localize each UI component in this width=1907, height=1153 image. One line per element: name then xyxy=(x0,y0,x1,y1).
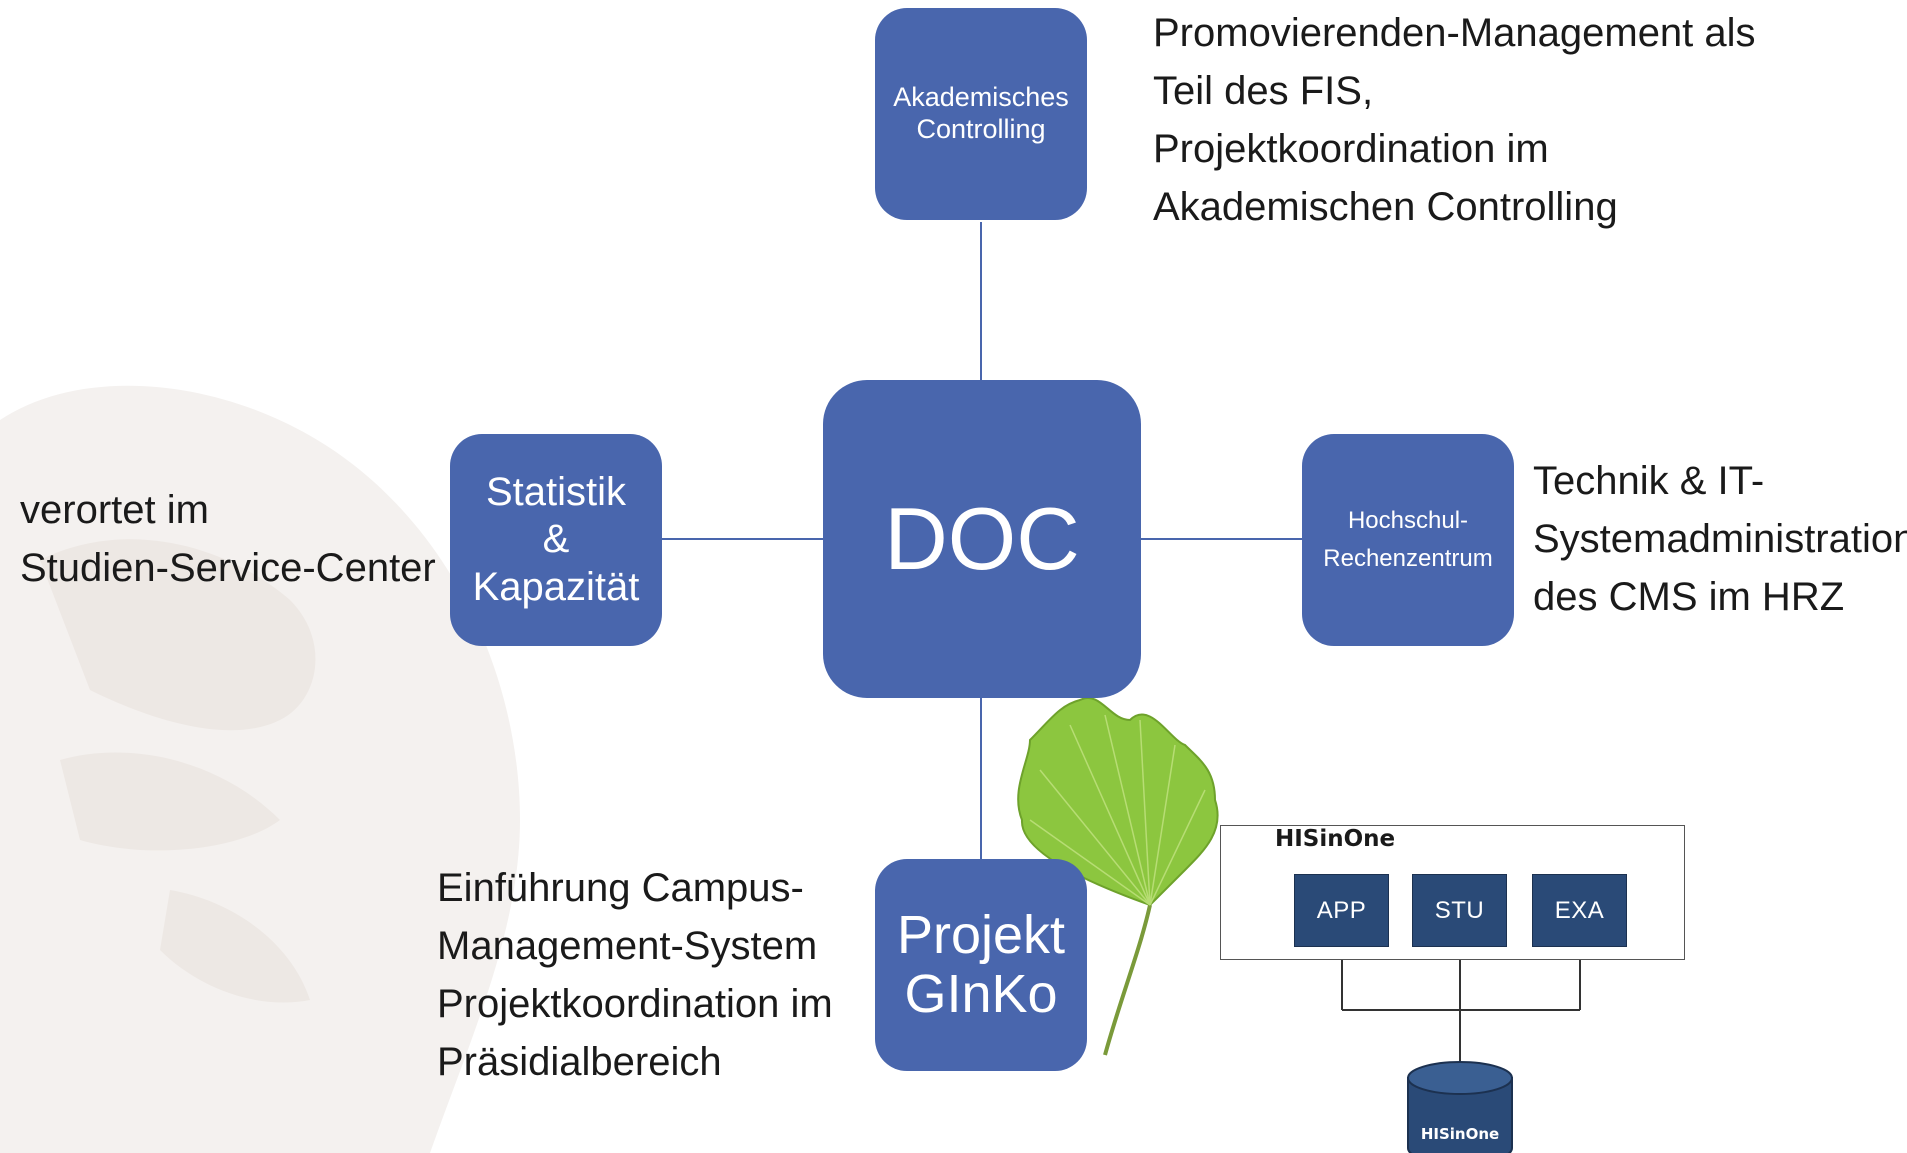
module-app: APP xyxy=(1294,874,1389,947)
node-label-line: Statistik xyxy=(485,470,627,515)
note-line: verortet im xyxy=(20,488,209,532)
node-label-line: GInKo xyxy=(904,964,1058,1024)
module-stu: STU xyxy=(1412,874,1507,947)
note-line: Technik & IT- xyxy=(1533,459,1765,503)
connector-lines xyxy=(662,222,1302,859)
node-label-line: Akademisches xyxy=(893,82,1069,113)
hisinone-title: HISinOne xyxy=(1275,826,1396,852)
node-statistik-kapazitaet: Statistik & Kapazität xyxy=(450,434,662,646)
node-label-line: Rechenzentrum xyxy=(1323,545,1493,572)
node-akademisches-controlling: Akademisches Controlling xyxy=(875,8,1087,220)
note-statistik: verortet im Studien-Service-Center xyxy=(20,481,436,597)
node-label-line: Controlling xyxy=(916,114,1046,144)
node-label: DOC xyxy=(884,489,1080,589)
note-line: des CMS im HRZ xyxy=(1533,575,1845,619)
database-cylinder-icon xyxy=(1407,1061,1513,1153)
hisinone-links xyxy=(1341,947,1581,1062)
note-line: Teil des FIS, xyxy=(1153,69,1374,113)
ginkgo-leaf-icon xyxy=(1017,697,1219,1056)
note-line: Projektkoordination im xyxy=(437,982,833,1026)
module-exa: EXA xyxy=(1532,874,1627,947)
portrait-watermark-icon xyxy=(0,385,520,1153)
node-label-line: Projekt xyxy=(896,904,1066,965)
note-hrz: Technik & IT- Systemadministration des C… xyxy=(1533,452,1907,626)
node-projekt-ginko: Projekt GInKo xyxy=(875,859,1087,1071)
note-line: Präsidialbereich xyxy=(437,1040,722,1084)
node-hochschul-rechenzentrum: Hochschul- Rechenzentrum xyxy=(1302,434,1514,646)
node-label-line: Hochschul- xyxy=(1347,506,1469,534)
note-line: Akademischen Controlling xyxy=(1153,185,1618,229)
note-line: Management-System xyxy=(437,924,818,968)
note-line: Einführung Campus- xyxy=(437,866,804,910)
note-line: Systemadministration xyxy=(1533,517,1907,561)
note-line: Studien-Service-Center xyxy=(20,546,436,590)
node-label-line: Kapazität xyxy=(472,564,640,609)
database-label: HISinOne xyxy=(1420,1125,1500,1143)
node-doc: DOC xyxy=(823,380,1141,698)
note-line: Promovierenden-Management als xyxy=(1153,11,1756,55)
node-label-line: & xyxy=(542,517,570,562)
note-controlling: Promovierenden-Management als Teil des F… xyxy=(1153,4,1756,236)
note-ginko: Einführung Campus- Management-System Pro… xyxy=(437,859,833,1091)
note-line: Projektkoordination im xyxy=(1153,127,1549,171)
